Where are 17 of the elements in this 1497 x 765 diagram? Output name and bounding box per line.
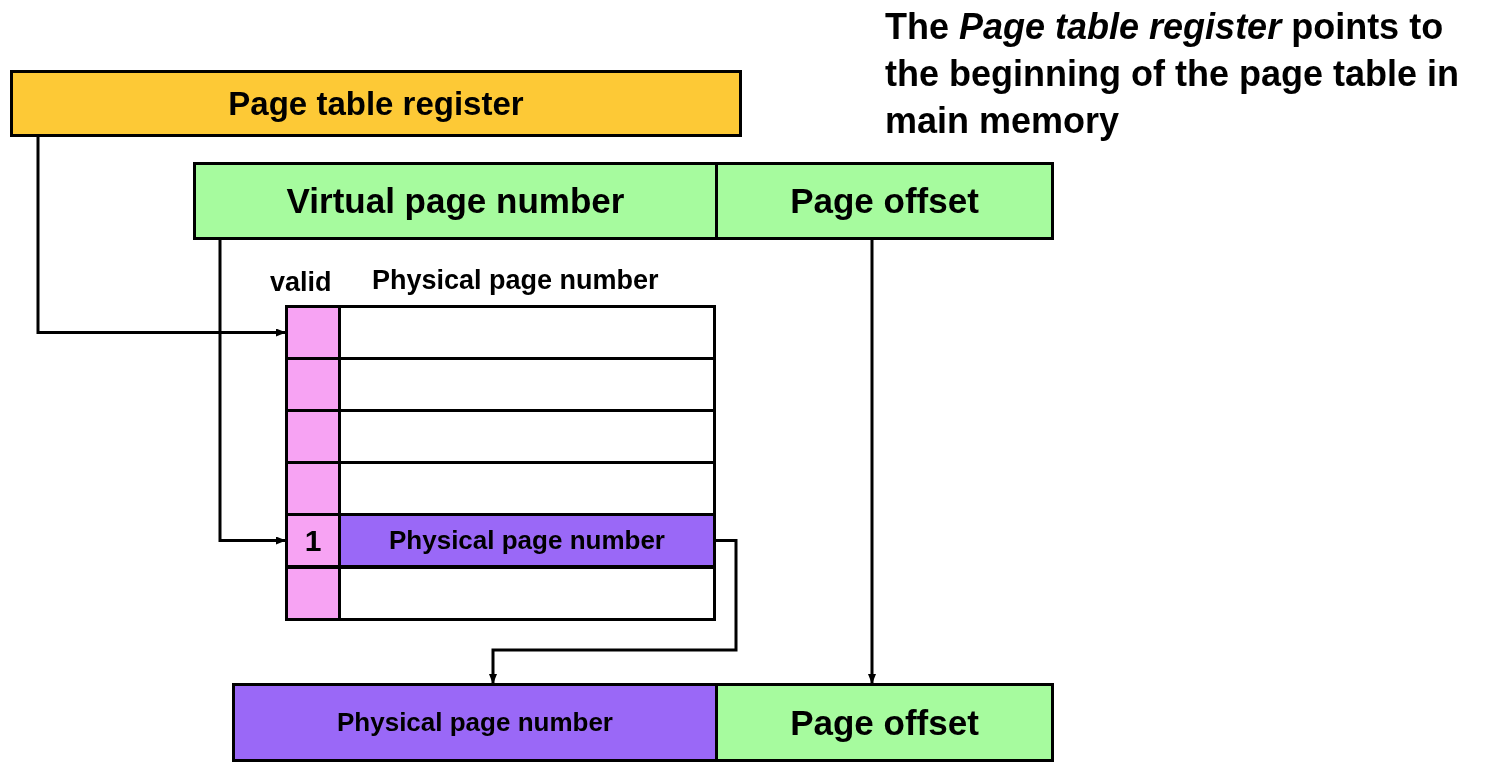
valid-cell bbox=[285, 566, 341, 621]
table-cell bbox=[338, 566, 716, 621]
field-box: Page offset bbox=[715, 162, 1054, 240]
arrow bbox=[36, 137, 286, 337]
column-header: valid bbox=[270, 268, 332, 298]
arrow bbox=[489, 539, 738, 684]
table-cell bbox=[338, 305, 716, 360]
field-box: Virtual page number bbox=[193, 162, 718, 240]
arrow bbox=[868, 240, 876, 684]
column-header: Physical page number bbox=[372, 266, 659, 296]
arrow bbox=[218, 240, 286, 545]
note-text: The Page table register points to the beginning of the page table in main memory bbox=[885, 5, 1460, 143]
field-box: Physical page number bbox=[232, 683, 718, 762]
register-box: Page table register bbox=[10, 70, 742, 137]
table-cell: Physical page number bbox=[338, 513, 716, 568]
field-box: Page offset bbox=[715, 683, 1054, 762]
valid-cell: 1 bbox=[285, 513, 341, 568]
